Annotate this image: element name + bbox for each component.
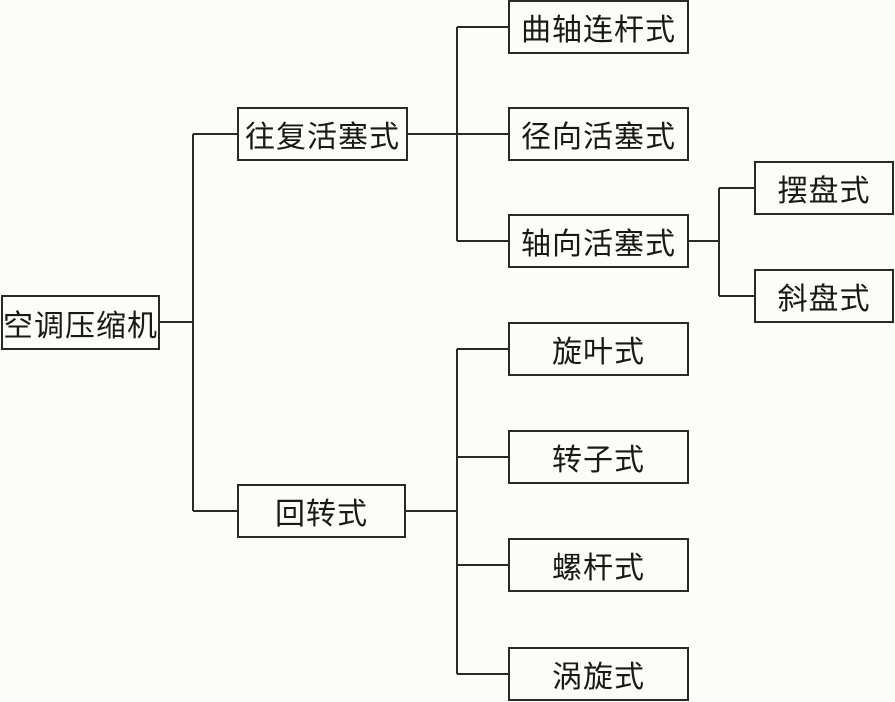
node-swash: 斜盘式 [754,269,894,323]
node-rotor: 转子式 [508,430,689,484]
node-crank: 曲轴连杆式 [508,0,689,54]
node-rotary: 回转式 [237,484,406,538]
node-screw: 螺杆式 [508,538,689,592]
node-vane: 旋叶式 [508,322,689,376]
node-scroll: 涡旋式 [508,647,689,701]
node-axial: 轴向活塞式 [508,214,689,268]
node-root: 空调压缩机 [1,295,160,350]
node-wobble: 摆盘式 [754,161,894,215]
node-reciprocating: 往复活塞式 [237,107,408,161]
node-radial: 径向活塞式 [508,107,689,161]
